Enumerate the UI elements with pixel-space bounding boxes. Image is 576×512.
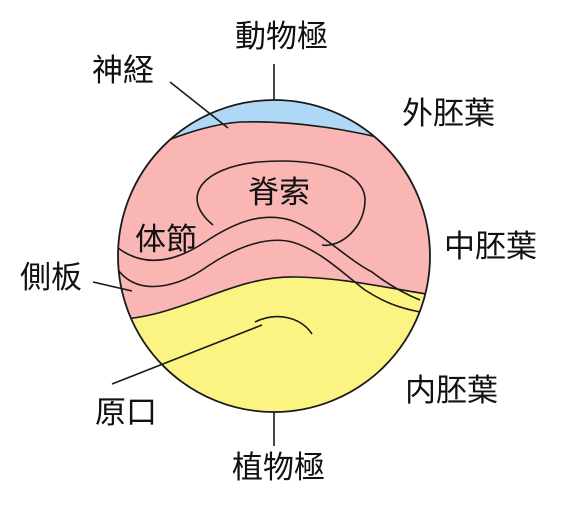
notochord-outline [196,160,366,246]
animal-pole-label: 動物極 [235,19,328,55]
notochord-label: 脊索 [248,175,310,211]
lateral-plate-leader [92,281,133,292]
blastopore-label: 原口 [95,395,157,431]
somite-boundary [118,216,421,301]
vegetal-pole-label: 植物極 [232,450,325,486]
endoderm-boundary [118,276,430,321]
somite-label: 体節 [135,222,197,258]
neural-leader [169,81,229,129]
blastopore-lip [254,315,313,335]
endoderm-label: 内胚葉 [405,373,498,409]
ectoderm-label: 外胚葉 [402,96,495,132]
blastopore-leader [111,324,263,385]
lateral-plate-boundary [118,239,421,313]
neural-label: 神経 [92,53,154,89]
mesoderm-label: 中胚葉 [444,229,537,265]
lateral-plate-label: 側板 [20,260,82,296]
